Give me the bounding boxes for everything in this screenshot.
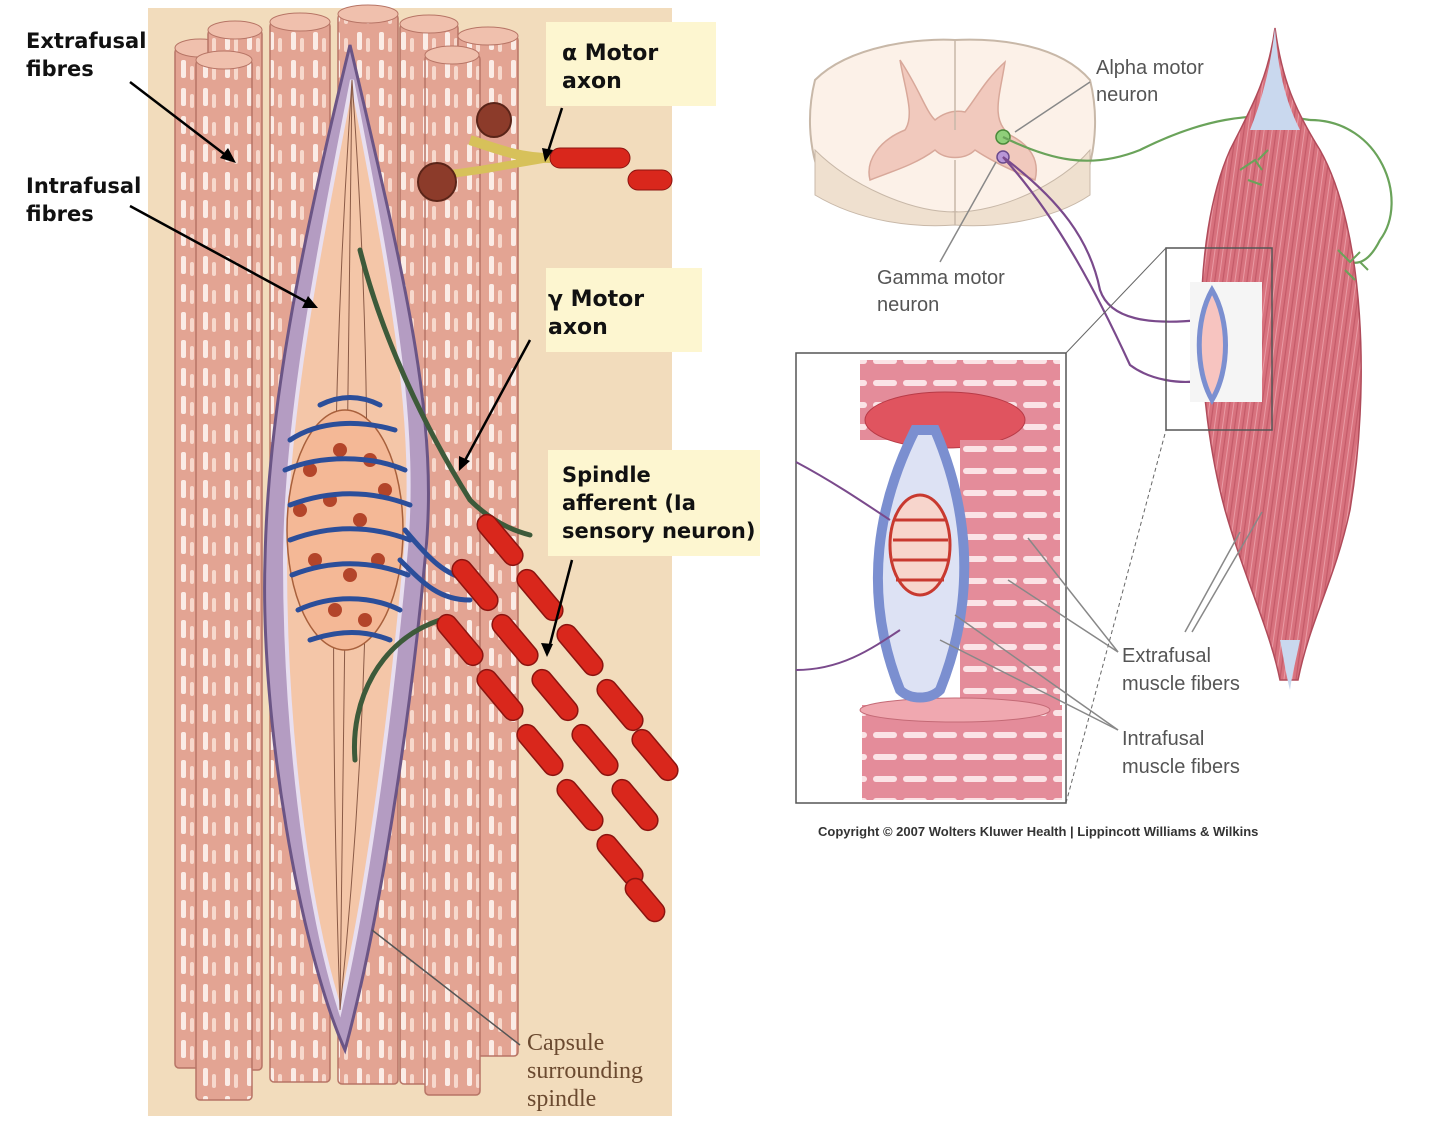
alpha-motor-endplates bbox=[417, 102, 673, 202]
alpha-axon-label-box bbox=[546, 22, 716, 106]
alpha-motor-axon-label: α Motor axon bbox=[562, 41, 666, 94]
right-leader-lines bbox=[939, 81, 1263, 731]
intrafusal-muscle-fibers-label: Intrafusal muscle fibers bbox=[1122, 728, 1240, 778]
spindle-afferent-label: Spindle afferent (Ia sensory neuron) bbox=[562, 463, 755, 543]
whole-muscle bbox=[1165, 27, 1369, 690]
extrafusal-muscle-fibers-label: Extrafusal muscle fibers bbox=[1122, 645, 1240, 695]
left-arrow-heads bbox=[220, 148, 553, 657]
capsule-label: Capsule surrounding spindle bbox=[527, 1030, 649, 1112]
intrafusal-fibres-label: Intrafusal fibres bbox=[26, 174, 149, 226]
right-spindle-illustration: Alpha motor neuron Gamma motor neuron Ex… bbox=[795, 27, 1393, 839]
alpha-motor-neuron-label: Alpha motor neuron bbox=[1096, 57, 1209, 106]
left-spindle-illustration: Extrafusal fibres Intrafusal fibres α Mo… bbox=[26, 4, 760, 1116]
spindle-afferent-label-box bbox=[548, 450, 760, 556]
annulospiral-endings bbox=[282, 395, 473, 643]
enlarged-spindle-inset bbox=[795, 352, 1067, 804]
afferent-axon-bundle bbox=[436, 513, 679, 923]
gamma-motor-fibres bbox=[351, 247, 533, 763]
gamma-axon-label-box bbox=[546, 268, 702, 352]
extrafusal-fibres-label: Extrafusal fibres bbox=[26, 29, 154, 81]
gamma-motor-axon-label: γ Motor axon bbox=[548, 287, 652, 340]
spinal-cord-section bbox=[809, 38, 1096, 227]
copyright-notice: Copyright © 2007 Wolters Kluwer Health |… bbox=[818, 824, 1258, 839]
zoom-lines bbox=[1065, 247, 1167, 804]
gamma-motor-neuron-label: Gamma motor neuron bbox=[877, 267, 1010, 316]
